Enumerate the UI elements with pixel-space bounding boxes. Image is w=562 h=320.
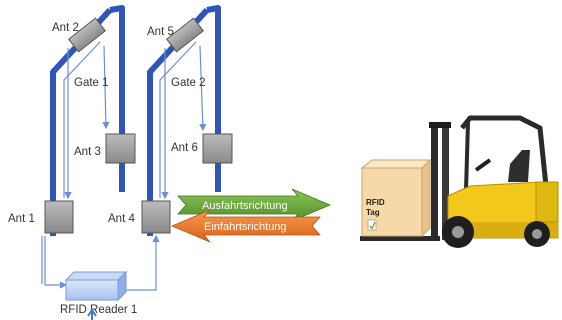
antenna-4-panel [141, 200, 171, 234]
forklift-fork [360, 236, 440, 241]
cable-ant1-reader [44, 236, 68, 289]
forklift-steering-wheel [474, 158, 492, 172]
cargo-crate: RFID Tag [360, 158, 432, 238]
forklift-seat [508, 150, 530, 182]
gate-2-back-pole [206, 5, 221, 192]
gate-2-label: Gate 2 [171, 77, 206, 89]
rfid-reader-label: RFID Reader 1 [60, 304, 137, 316]
antenna-6-panel [202, 133, 233, 164]
antenna-3-label: Ant 3 [74, 146, 101, 158]
entry-arrow-label: Einfahrtsrichtung [204, 221, 287, 233]
forklift-cab-frame [460, 115, 549, 187]
reader-cabling [41, 48, 169, 291]
cargo-crate-side [421, 158, 431, 238]
forklift: RFID Tag [360, 115, 559, 248]
antenna-2: Ant 2 [52, 17, 107, 53]
forklift-mast-right [442, 122, 449, 240]
gate-1-cable-ant3 [102, 45, 110, 130]
antenna-2-label: Ant 2 [52, 22, 79, 34]
gate-2-inner-rail [159, 41, 197, 198]
antenna-6-label: Ant 6 [171, 142, 198, 154]
rfid-tag-label-line2: Tag [366, 208, 380, 217]
entry-arrow-shape [170, 209, 321, 243]
forklift-counterweight [535, 181, 559, 223]
cargo-crate-top [360, 159, 432, 169]
forklift-cab-rear-post [464, 121, 470, 191]
antenna-4: Ant 4 [108, 200, 171, 234]
rfid-reader-front [65, 279, 119, 301]
rfid-tag-icon [367, 219, 377, 231]
entry-direction-arrow: Einfahrtsrichtung [170, 209, 321, 243]
antenna-5-panel [165, 17, 205, 53]
antenna-5: Ant 5 [147, 17, 205, 53]
gate-1-back-pole [109, 5, 125, 192]
rfid-reader-uplink-arrow [87, 308, 97, 320]
rfid-reader: RFID Reader 1 [60, 270, 137, 320]
forklift-mast-crossbar [429, 122, 451, 128]
antenna-1-label: Ant 1 [8, 213, 35, 225]
exit-arrow-label: Ausfahrtsrichtung [202, 200, 288, 212]
antenna-6: Ant 6 [171, 133, 233, 164]
antenna-3-panel [105, 133, 136, 164]
antenna-4-label: Ant 4 [108, 213, 135, 225]
cable-ant4-reader [125, 234, 160, 291]
gate-1-label: Gate 1 [74, 77, 109, 89]
rfid-tag-label-line1: RFID [366, 198, 385, 207]
antenna-3: Ant 3 [74, 133, 136, 164]
rfid-reader-top [64, 271, 128, 281]
antenna-5-label: Ant 5 [147, 26, 174, 38]
antenna-1: Ant 1 [8, 200, 74, 234]
antenna-2-panel [67, 17, 107, 53]
forklift-mast-left [431, 122, 438, 240]
forklift-front-hub [452, 226, 464, 238]
gate-2-cable-ant6 [199, 45, 207, 132]
exit-direction-arrow: Ausfahrtsrichtung [177, 188, 332, 222]
forklift-rear-hub [532, 229, 542, 239]
antenna-1-panel [44, 200, 74, 234]
gate-1-inner-rail [63, 41, 101, 198]
